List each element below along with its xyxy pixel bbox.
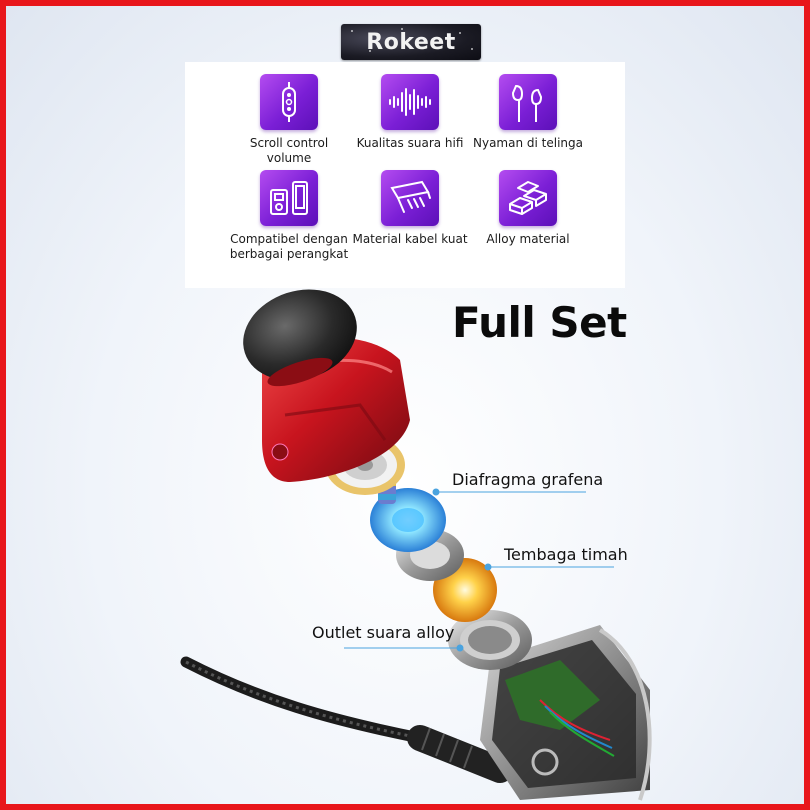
feature-label: Nyaman di telinga <box>473 136 583 150</box>
cable-icon <box>381 170 439 226</box>
feature-compatible: Compatibel dengan berbagai perangkat <box>219 170 359 262</box>
feature-label: Scroll control volume <box>249 136 329 165</box>
feature-hifi: Kualitas suara hifi <box>340 74 480 151</box>
feature-comfort: Nyaman di telinga <box>458 74 598 151</box>
feature-scroll-control: Scroll control volume <box>219 74 359 166</box>
feature-label: Kualitas suara hifi <box>356 136 464 150</box>
brand-logo-text: Rokeet <box>366 29 456 55</box>
callout-diaphragm: Diafragma grafena <box>452 470 604 489</box>
feature-label: Alloy material <box>486 232 570 246</box>
feature-label: Material kabel kuat <box>352 232 468 246</box>
sound-wave-icon <box>381 74 439 130</box>
feature-panel: Scroll control volume Kualitas suara hif… <box>185 62 625 288</box>
alloy-bars-icon <box>499 170 557 226</box>
callout-outlet: Outlet suara alloy <box>312 623 455 642</box>
feature-alloy: Alloy material <box>458 170 598 247</box>
feature-label: Compatibel dengan berbagai perangkat <box>229 232 349 261</box>
brand-logo: Rokeet <box>341 24 481 60</box>
feature-cable: Material kabel kuat <box>340 170 480 247</box>
headline: Full Set <box>452 298 627 347</box>
earbuds-icon <box>499 74 557 130</box>
callout-copper: Tembaga timah <box>504 545 628 564</box>
earphone-remote-icon <box>260 74 318 130</box>
devices-icon <box>260 170 318 226</box>
